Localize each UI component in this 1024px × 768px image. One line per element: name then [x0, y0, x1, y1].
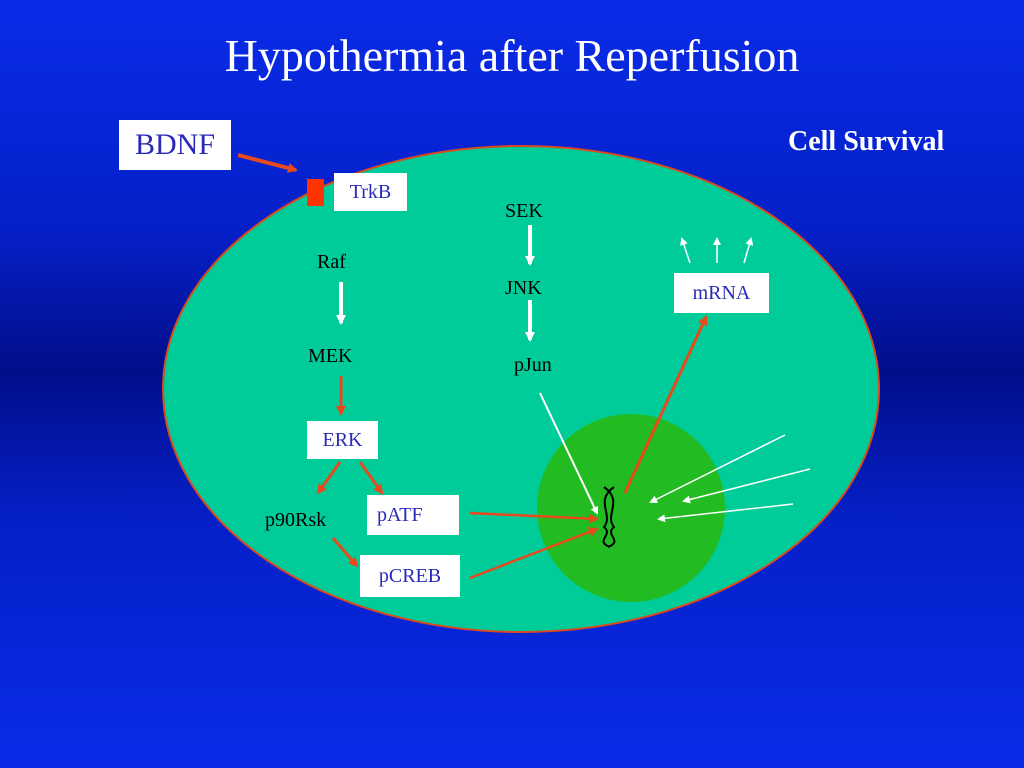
- bdnf-binding-arrow: [237, 153, 298, 173]
- pcreb-box: pCREB: [360, 555, 460, 597]
- erk-box: ERK: [307, 421, 378, 459]
- p90rsk-to-pcreb-arrow: [331, 537, 359, 568]
- erk-to-patf-arrow: [358, 461, 384, 495]
- pjun-label: pJun: [514, 354, 552, 376]
- jnk-label: JNK: [505, 277, 542, 299]
- trkb-receptor-icon: [307, 179, 324, 206]
- patf-box: pATF: [367, 495, 459, 535]
- pjun-to-dna-arrow: [539, 392, 599, 515]
- mrna-output-arrow-3: [743, 237, 754, 264]
- sek-label: SEK: [505, 200, 543, 222]
- patf-to-dna-arrow: [469, 511, 599, 524]
- dna-helix-icon: [602, 486, 616, 548]
- input-arrow-3: [657, 503, 794, 523]
- bdnf-box: BDNF: [119, 120, 231, 170]
- input-arrow-1: [649, 434, 786, 503]
- mrna-box: mRNA: [674, 273, 769, 313]
- p90rsk-label: p90Rsk: [265, 509, 327, 531]
- input-arrow-2: [682, 468, 811, 504]
- erk-to-p90rsk-arrow: [316, 461, 342, 495]
- raf-label: Raf: [317, 251, 346, 273]
- mek-label: MEK: [308, 345, 353, 367]
- dna-to-mrna-arrow: [623, 315, 708, 494]
- nucleus: [537, 414, 725, 602]
- pcreb-to-dna-arrow: [469, 527, 599, 580]
- slide-title: Hypothermia after Reperfusion: [224, 30, 800, 81]
- cell-survival-label: Cell Survival: [788, 126, 945, 157]
- trkb-box: TrkB: [334, 173, 407, 211]
- mrna-output-arrow-1: [680, 237, 691, 264]
